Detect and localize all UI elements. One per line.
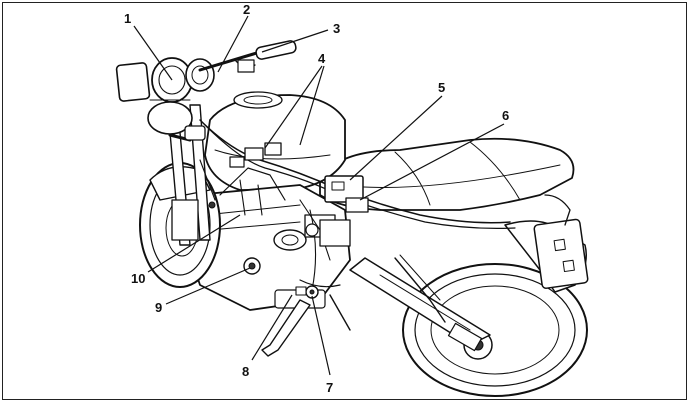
callout-4: 4 <box>318 51 326 66</box>
connector-group <box>229 142 282 168</box>
callout-3: 3 <box>333 21 340 36</box>
callout-9: 9 <box>155 300 162 315</box>
handlebar <box>168 40 297 142</box>
starter-motor <box>273 229 307 251</box>
license-plate <box>533 218 589 289</box>
mirror <box>115 62 151 102</box>
fuel-tank <box>204 91 346 191</box>
rear-fender <box>504 194 589 293</box>
side-stand <box>261 294 351 357</box>
callout-2: 2 <box>243 2 250 17</box>
right-switch <box>237 59 255 73</box>
seat <box>319 137 575 211</box>
callout-6: 6 <box>502 108 509 123</box>
callout-labels: 1 2 3 4 5 6 7 8 9 10 <box>124 2 509 395</box>
callout-5: 5 <box>438 80 445 95</box>
callout-10: 10 <box>131 271 145 286</box>
leader-lines <box>133 15 505 376</box>
swing-arm <box>349 254 491 352</box>
throttle-grip <box>255 40 297 60</box>
fuel-cap <box>233 91 283 109</box>
tachometer <box>185 58 215 92</box>
relay-box <box>305 175 369 247</box>
callout-8: 8 <box>242 364 249 379</box>
callout-1: 1 <box>124 11 131 26</box>
callout-7: 7 <box>326 380 333 395</box>
